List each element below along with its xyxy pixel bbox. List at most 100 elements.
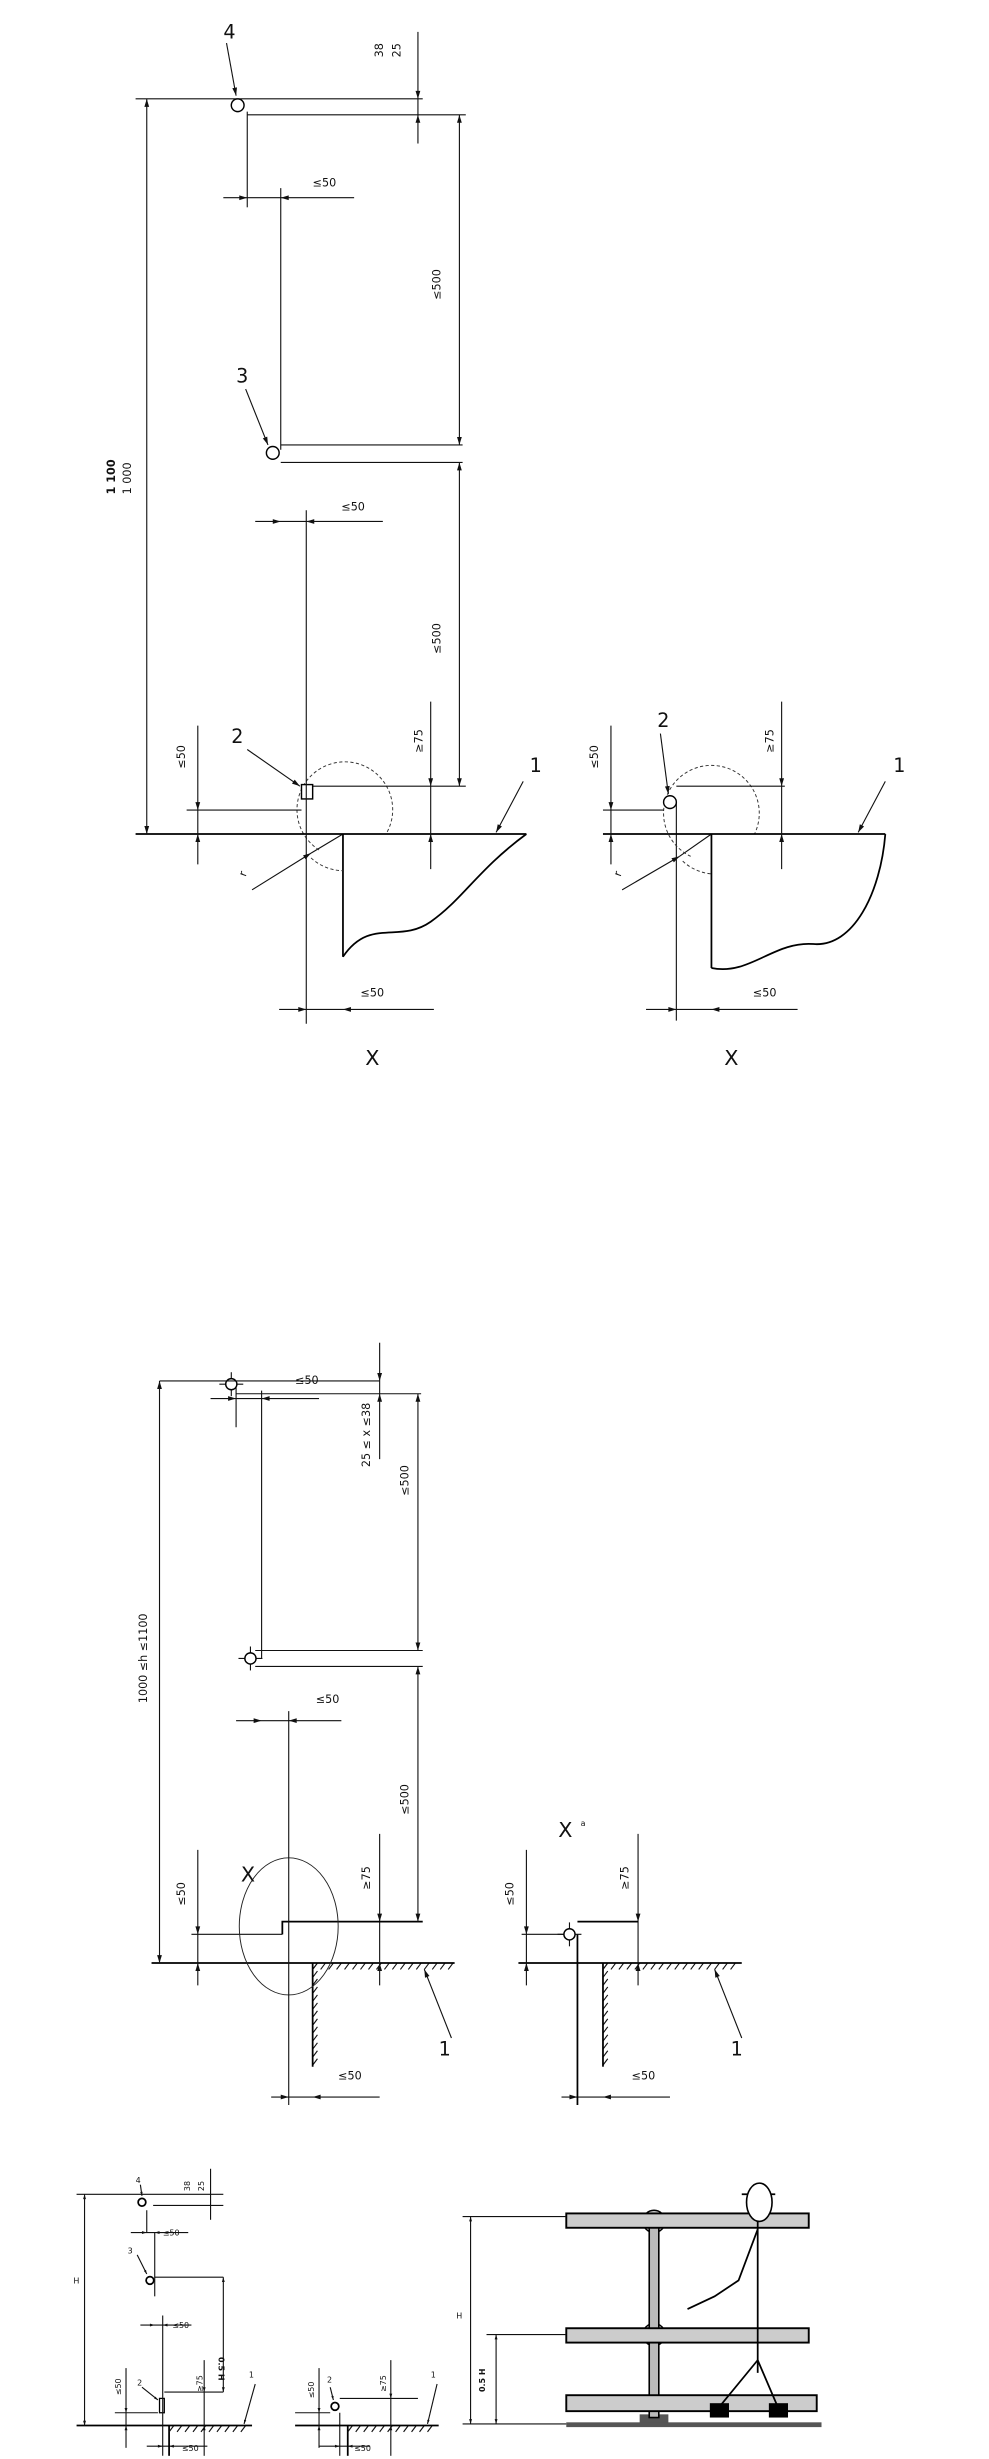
handrail-circle [230, 98, 245, 113]
hatch-line [682, 1962, 688, 1970]
hatch-line [431, 1962, 438, 1970]
hatch-line [344, 1962, 350, 1970]
label-2-toeboard: 2 [657, 709, 669, 732]
platform-break-line [711, 833, 887, 970]
hatch-line [439, 1962, 446, 1970]
hatch-line [192, 2425, 199, 2433]
radius-circle-dashed [310, 857, 343, 872]
hatch-line [360, 1962, 366, 1970]
figure-1-main-view: 4 38 25 1 100 1 000 ≤50 ≤500 3 ≤50 ≤500 … [105, 20, 542, 1070]
hatch-line [328, 1962, 334, 1970]
label-4-handrail: 4 [223, 20, 235, 43]
figure-2-main-view: 25 ≤ x ≤38 1000 ≤h ≤1100 ≤50 ≤50 ≤500 ≤5… [137, 1342, 455, 2105]
toeboard-rail [565, 2394, 818, 2413]
leader-line [136, 2254, 148, 2275]
dim-toeboard-gap: ≤50 [588, 745, 601, 769]
hatch-line [690, 1962, 696, 1970]
dim-post-offset-top: ≤50 [163, 2229, 180, 2238]
dim-half-H: 0.5 H [217, 2357, 226, 2381]
dim-rail-spacing-top: ≤500 [398, 1465, 411, 1496]
hatch-line [395, 2425, 401, 2433]
leader-line [714, 1969, 743, 2039]
label-2-toeboard: 2 [327, 2375, 332, 2384]
leader-line [426, 2383, 438, 2425]
hatch-line [407, 1962, 414, 1970]
leader-line [243, 2383, 256, 2425]
label-1-platform: 1 [439, 2038, 451, 2061]
figure-3-middle-view: 2 ≥75 ≤50 1 ≤50 [295, 2360, 439, 2456]
figure-3-railing-illustration: H 0.5 H [456, 2182, 822, 2428]
label-2-toeboard: 2 [231, 725, 243, 748]
dim-H: H [73, 2277, 79, 2286]
dim-half-H: 0.5 H [478, 2368, 487, 2392]
leader-line [246, 749, 301, 787]
dim-post-offset-top: ≤50 [313, 177, 337, 190]
dim-rail-spacing-top: ≤500 [430, 269, 443, 300]
dim-diameter: 25 ≤ x ≤38 [360, 1403, 373, 1467]
dim-toeboard-gap: ≤50 [175, 745, 188, 769]
person-foot [709, 2403, 729, 2418]
hatch-line [722, 1962, 728, 1970]
hatch-line [650, 1962, 657, 1970]
radius-line [310, 833, 344, 854]
dim-edge-offset: ≤50 [182, 2444, 199, 2453]
dim-toeboard-height: ≥75 [360, 1866, 373, 1890]
hatch-line [610, 1962, 617, 1970]
top-handrail [565, 2212, 810, 2229]
dim-edge-offset: ≤50 [632, 2069, 656, 2082]
floor-slab [566, 2422, 822, 2428]
leader-line [329, 2387, 334, 2401]
hatch-line [368, 1962, 374, 1970]
dim-rail-spacing-bottom: ≤500 [430, 623, 443, 654]
leader-line [857, 781, 886, 833]
dim-rail-spacing-bottom: ≤500 [398, 1784, 411, 1815]
hatch-line [626, 1962, 633, 1970]
hatch-line [714, 1962, 720, 1970]
person-legs [720, 2359, 778, 2406]
hatch-line [208, 2425, 215, 2433]
hatch-line [698, 1962, 704, 1970]
rail-section-circle [244, 1652, 257, 1665]
hatch-line [184, 2425, 191, 2433]
dim-post-offset-top: ≤50 [295, 1374, 319, 1387]
hatch-line [399, 1962, 406, 1970]
label-3-intermediate-rail: 3 [236, 365, 248, 388]
hatch-line [379, 2425, 385, 2433]
radius-circle-dashed [663, 764, 760, 857]
hatch-line [168, 2425, 175, 2433]
hatch-line [602, 1962, 609, 1970]
rail-section-circle [224, 1377, 238, 1391]
dim-toeboard-height: ≥75 [379, 2375, 388, 2392]
figure-2-detail-view: X a ≥75 ≤50 1 ≤50 [504, 1818, 743, 2105]
hatch-line [391, 1962, 398, 1970]
label-3-intermediate-rail: 3 [128, 2246, 133, 2255]
dim-toeboard-height: ≥75 [618, 1866, 631, 1890]
dim-toeboard-gap: ≤50 [307, 2382, 316, 2399]
intermediate-rail-circle [145, 2275, 155, 2286]
hatch-line [312, 1962, 318, 1970]
toeboard-line [281, 1920, 423, 1935]
leader-line [659, 733, 669, 795]
hatch-line [415, 1962, 422, 1970]
hatch-line [642, 1962, 649, 1970]
intermediate-rail [565, 2327, 810, 2344]
hatch-line [427, 2425, 433, 2433]
leader-line [621, 855, 680, 891]
platform-break-line [342, 833, 527, 958]
hatch-line [383, 1962, 390, 1970]
dim-post-offset-mid: ≤50 [316, 1693, 340, 1706]
dim-toeboard-gap: ≤50 [175, 1882, 188, 1906]
hatch-line [240, 2425, 247, 2433]
label-1-platform: 1 [249, 2371, 254, 2380]
hatch-line [403, 2425, 409, 2433]
dim-radius: r [611, 869, 625, 878]
dim-38: 38 [183, 2181, 192, 2191]
detail-label-x: X [724, 1046, 738, 1070]
label-2-toeboard: 2 [137, 2379, 142, 2388]
label-4-handrail: 4 [136, 2176, 141, 2185]
toeboard-circle [662, 795, 678, 810]
dim-post-offset-mid: ≤50 [172, 2321, 189, 2330]
intermediate-rail-circle [265, 445, 280, 460]
leader-line [225, 42, 237, 96]
